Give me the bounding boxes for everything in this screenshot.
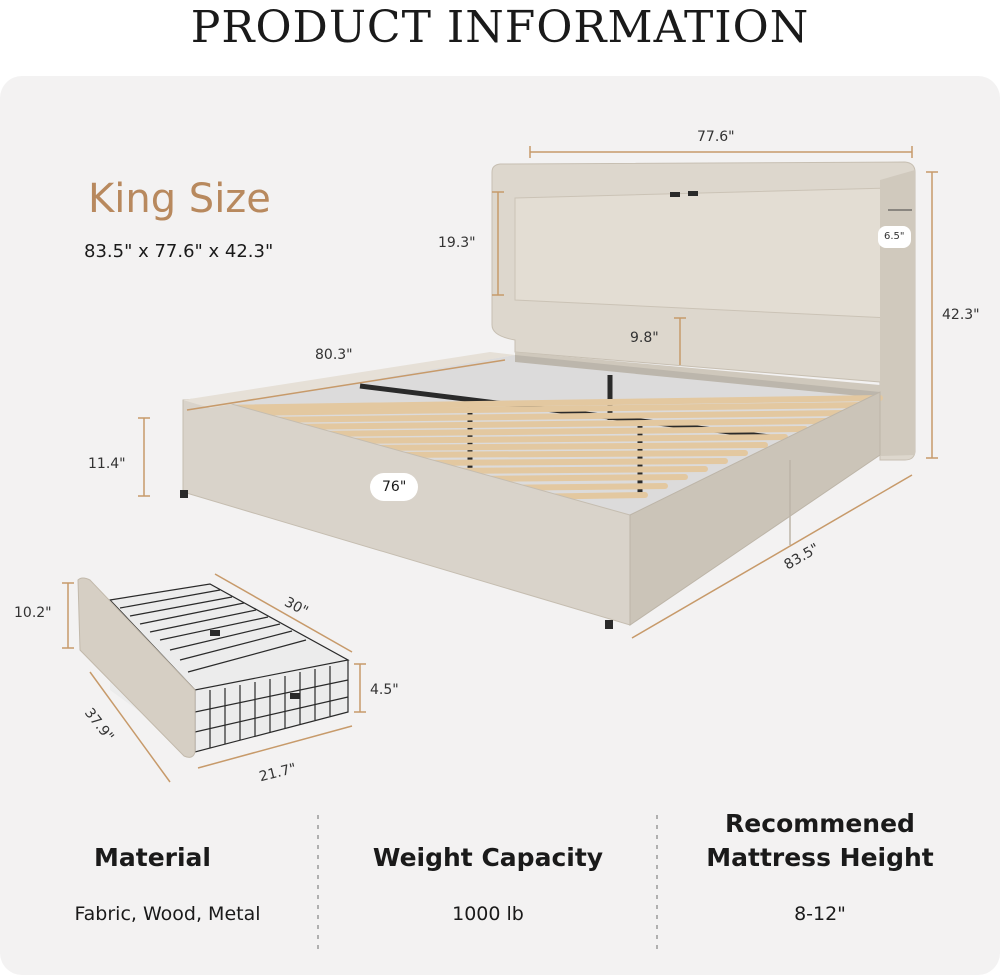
- spec-mattress-label-line1: Recommened: [725, 809, 915, 838]
- drawer-basket-wires: [108, 583, 350, 753]
- slat-area: [210, 355, 880, 515]
- right-side-rail: [629, 391, 881, 626]
- headboard-width-label: 77.6": [697, 129, 735, 145]
- drawer-clip-1: [210, 630, 220, 636]
- frame-height-label: 11.4": [88, 456, 126, 472]
- drawer-dimension-lines: [62, 573, 366, 783]
- headboard-wing: [880, 170, 915, 456]
- drawer-illustration: [77, 577, 350, 758]
- drawer-clip-2: [290, 693, 300, 699]
- headboard-panel-height-label: 19.3": [438, 235, 476, 251]
- foot-1: [180, 490, 188, 498]
- total-height-label: 42.3": [942, 307, 980, 323]
- usb-port-1: [670, 192, 680, 197]
- wing-depth-label: 6.5": [878, 226, 911, 248]
- spec-mattress-label-line2: Mattress Height: [706, 843, 934, 872]
- page-title: PRODUCT INFORMATION: [190, 2, 810, 53]
- left-rail-top: [183, 352, 515, 408]
- spec-weight-label: Weight Capacity: [372, 843, 604, 872]
- spec-mattress-value: 8-12": [794, 903, 846, 925]
- foot-2: [605, 620, 613, 629]
- drawer-front: [77, 577, 196, 758]
- spec-material-label: Material: [94, 843, 211, 872]
- spec-weight-value: 1000 lb: [452, 903, 524, 925]
- size-title: King Size: [88, 176, 271, 222]
- frame-rear-rail: [515, 352, 880, 398]
- inner-width-label: 76": [370, 473, 419, 501]
- basket-height-label: 4.5": [370, 682, 399, 698]
- headboard-clearance-label: 9.8": [630, 330, 659, 346]
- size-dimensions: 83.5" x 77.6" x 42.3": [84, 241, 274, 262]
- bed-dimension-lines: [138, 146, 938, 639]
- side-rail-length-label: 80.3": [315, 347, 353, 363]
- spec-material-value: Fabric, Wood, Metal: [74, 903, 261, 925]
- drawer-front-height-label: 10.2": [14, 605, 52, 621]
- wood-slats: [207, 395, 883, 500]
- usb-port-2: [688, 191, 698, 196]
- headboard-panel: [514, 187, 891, 319]
